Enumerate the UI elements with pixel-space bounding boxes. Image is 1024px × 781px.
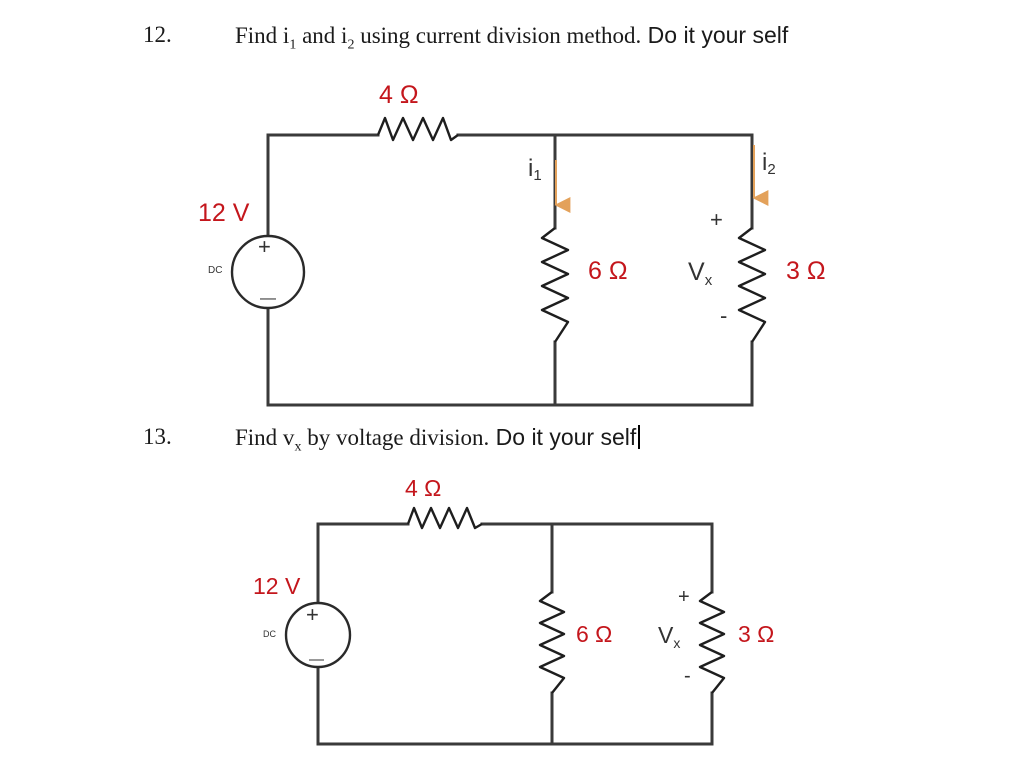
c2-label-12v: 12 V — [253, 573, 301, 599]
c1-label-6ohm: 6 Ω — [588, 257, 628, 285]
c2-source-plus: + — [306, 602, 319, 627]
c1-label-12v: 12 V — [198, 199, 250, 227]
q12-text-pre: Find i — [235, 23, 290, 48]
c1-label-i1: i1 — [528, 155, 542, 184]
c2-label-vx: Vx — [658, 622, 680, 651]
c2-label-3ohm: 3 Ω — [738, 621, 774, 647]
c2-source-minus: — — [309, 651, 324, 668]
c1-resistor-3ohm — [737, 227, 767, 343]
question-12-text: Find i1 and i2 using current division me… — [235, 22, 788, 54]
c2-resistor-3ohm — [698, 591, 726, 694]
text-cursor — [638, 425, 641, 449]
c1-dc-source — [230, 234, 306, 310]
question-13-number: 13. — [143, 424, 172, 449]
c1-vx-minus: - — [720, 303, 727, 328]
q13-text-pre: Find v — [235, 425, 295, 450]
q12-text-post: using current division method. — [354, 23, 642, 48]
c2-label-4ohm: 4 Ω — [405, 475, 441, 501]
question-13-text: Find vx by voltage division. Do it your … — [235, 424, 641, 456]
c1-label-4ohm: 4 Ω — [379, 81, 419, 109]
c1-vx-plus: + — [710, 207, 723, 232]
q13-text-sans: Do it your self — [489, 424, 637, 450]
c1-label-3ohm: 3 Ω — [786, 257, 826, 285]
q13-text-post: by voltage division. — [301, 425, 490, 450]
circuit-2: + — DC 4 Ω 12 V 6 Ω 3 Ω + Vx - — [253, 475, 774, 746]
c2-vx-minus: - — [684, 665, 691, 687]
c1-source-minus: — — [260, 290, 276, 307]
q12-sub1: 1 — [289, 37, 297, 53]
c1-resistor-6ohm — [540, 227, 570, 343]
c2-dc-source — [284, 601, 352, 669]
c2-resistor-6ohm — [538, 591, 566, 694]
c1-source-plus: + — [258, 234, 271, 259]
c1-source-type: DC — [208, 265, 222, 276]
question-12-number: 12. — [143, 22, 172, 47]
c1-label-vx: Vx — [688, 258, 713, 289]
c2-resistor-4ohm — [406, 506, 483, 530]
q12-text-sans: Do it your self — [641, 22, 789, 48]
circuit-1: + — DC 4 Ω 12 V 6 Ω 3 Ω i1 i2 + Vx - — [198, 81, 826, 407]
c2-source-type: DC — [263, 629, 276, 639]
c2-label-6ohm: 6 Ω — [576, 621, 612, 647]
q12-text-mid: and i — [296, 23, 348, 48]
c2-vx-plus: + — [678, 586, 690, 608]
q12-sub2: 2 — [347, 37, 355, 53]
q13-sub: x — [294, 439, 302, 455]
c1-resistor-4ohm — [376, 116, 459, 142]
c1-label-i2: i2 — [762, 149, 776, 178]
